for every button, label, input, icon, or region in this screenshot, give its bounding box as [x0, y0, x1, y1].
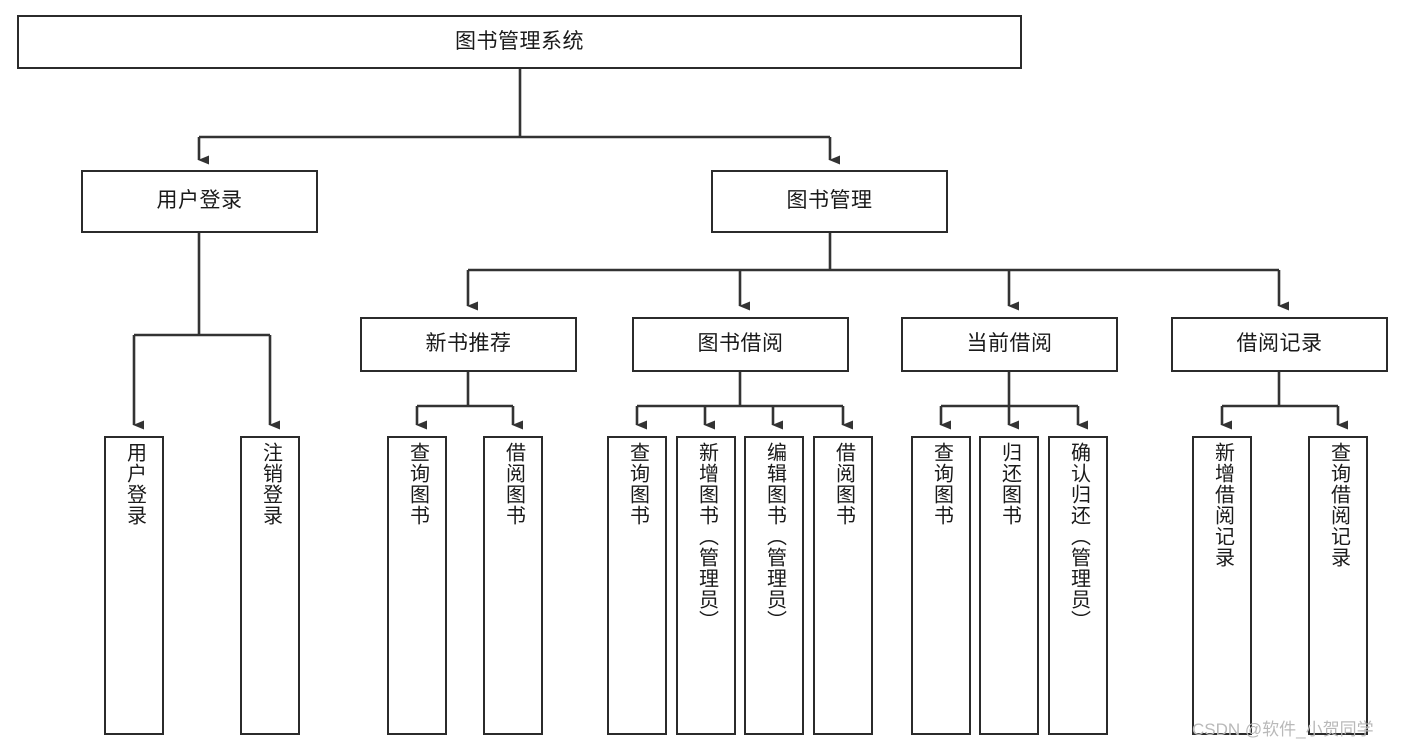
node-leaf-add-book-label: 新增图书（管理员）: [695, 442, 718, 631]
node-leaf-query-book-3[interactable]: 查询图书: [911, 436, 971, 735]
node-book-management[interactable]: 图书管理: [711, 170, 948, 233]
node-leaf-query-book-1[interactable]: 查询图书: [387, 436, 447, 735]
node-root[interactable]: 图书管理系统: [17, 15, 1022, 69]
node-leaf-query-book-1-label: 查询图书: [406, 442, 429, 526]
node-user-login[interactable]: 用户登录: [81, 170, 318, 233]
node-leaf-return-book-label: 归还图书: [998, 442, 1021, 526]
node-leaf-query-book-2-label: 查询图书: [626, 442, 649, 526]
node-borrow-record-label: 借阅记录: [1236, 332, 1323, 356]
node-current-borrow-label: 当前借阅: [966, 332, 1053, 356]
node-leaf-borrow-book-2[interactable]: 借阅图书: [813, 436, 873, 735]
node-leaf-add-borrow-record[interactable]: 新增借阅记录: [1192, 436, 1252, 735]
node-leaf-borrow-book-1-label: 借阅图书: [502, 442, 525, 526]
node-leaf-edit-book[interactable]: 编辑图书（管理员）: [744, 436, 804, 735]
node-leaf-confirm-return-label: 确认归还（管理员）: [1067, 442, 1090, 631]
node-leaf-edit-book-label: 编辑图书（管理员）: [763, 442, 786, 631]
node-leaf-return-book[interactable]: 归还图书: [979, 436, 1039, 735]
node-leaf-user-login-label: 用户登录: [123, 442, 146, 526]
node-book-borrow-label: 图书借阅: [697, 332, 784, 356]
node-borrow-record[interactable]: 借阅记录: [1171, 317, 1388, 372]
node-leaf-add-borrow-record-label: 新增借阅记录: [1211, 442, 1234, 568]
node-root-label: 图书管理系统: [455, 29, 584, 53]
node-leaf-query-borrow-record-label: 查询借阅记录: [1327, 442, 1350, 568]
node-leaf-user-login[interactable]: 用户登录: [104, 436, 164, 735]
node-leaf-query-book-3-label: 查询图书: [930, 442, 953, 526]
node-leaf-confirm-return[interactable]: 确认归还（管理员）: [1048, 436, 1108, 735]
node-user-login-label: 用户登录: [156, 189, 243, 213]
node-book-management-label: 图书管理: [786, 189, 873, 213]
node-current-borrow[interactable]: 当前借阅: [901, 317, 1118, 372]
node-new-book-recommend[interactable]: 新书推荐: [360, 317, 577, 372]
node-leaf-logout-login[interactable]: 注销登录: [240, 436, 300, 735]
node-leaf-logout-login-label: 注销登录: [259, 442, 282, 526]
node-book-borrow[interactable]: 图书借阅: [632, 317, 849, 372]
node-leaf-add-book[interactable]: 新增图书（管理员）: [676, 436, 736, 735]
node-leaf-query-book-2[interactable]: 查询图书: [607, 436, 667, 735]
node-leaf-query-borrow-record[interactable]: 查询借阅记录: [1308, 436, 1368, 735]
node-leaf-borrow-book-2-label: 借阅图书: [832, 442, 855, 526]
node-new-book-recommend-label: 新书推荐: [425, 332, 512, 356]
node-leaf-borrow-book-1[interactable]: 借阅图书: [483, 436, 543, 735]
